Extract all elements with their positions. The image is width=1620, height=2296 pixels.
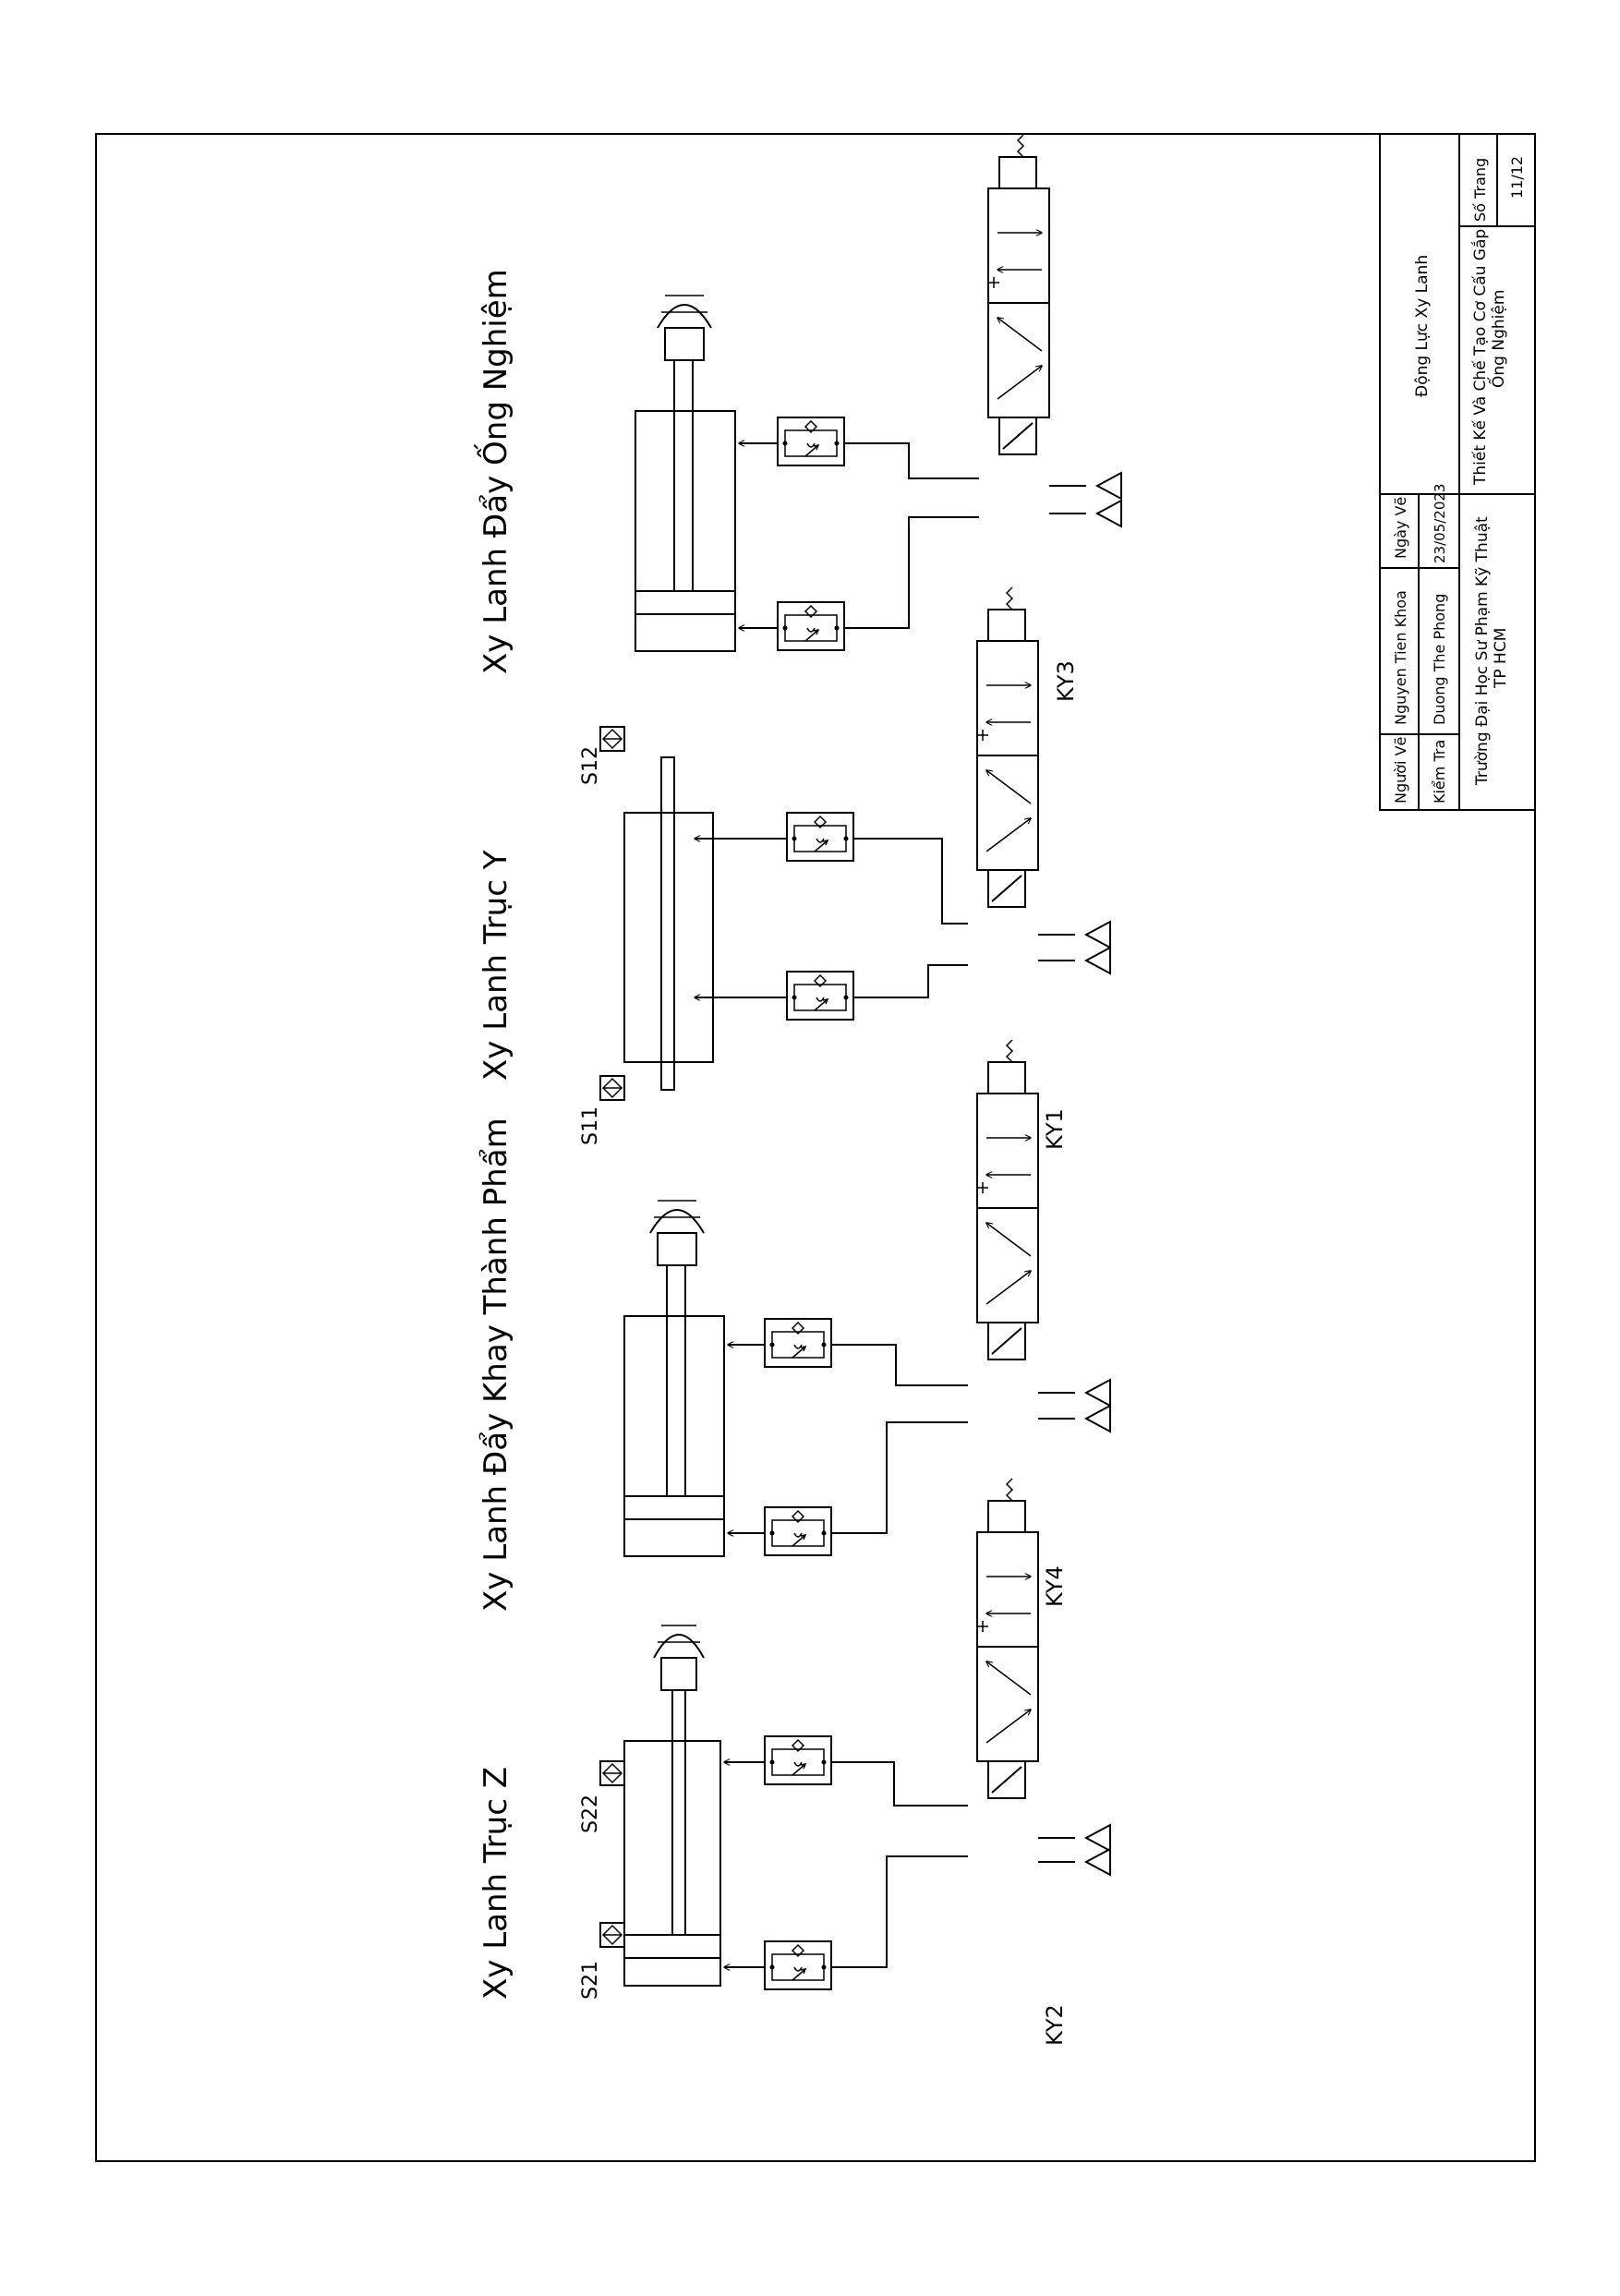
valve-ky2 bbox=[977, 1479, 1038, 1798]
label-checked-by: Kiểm Tra bbox=[1431, 740, 1448, 804]
project-name-line2: Ống Nghiệm bbox=[1486, 290, 1508, 388]
label-s21: S21 bbox=[579, 1961, 602, 2000]
flow-control-z-1 bbox=[764, 1735, 832, 1785]
project-name-line1: Thiết Kế Và Chế Tạo Cơ Cấu Gắp bbox=[1470, 229, 1490, 486]
label-ky2: KY2 bbox=[1042, 2004, 1068, 2046]
label-ky3: KY3 bbox=[1053, 660, 1079, 702]
sensor-s21 bbox=[599, 1922, 625, 1948]
flow-control-tray-2 bbox=[764, 1506, 832, 1556]
title-tube-push: Xy Lanh Đẩy Ống Nghiệm bbox=[473, 269, 514, 674]
value-page: 11/12 bbox=[1508, 156, 1526, 199]
circuit-z-axis: S21 S22 KY2 bbox=[579, 1479, 1111, 2046]
circuit-titles: Xy Lanh Trục Z Xy Lanh Đẩy Khay Thành Ph… bbox=[473, 269, 514, 2000]
circuit-tube-push: KY3 bbox=[635, 135, 1122, 702]
title-block: Người Vẽ Nguyen Tien Khoa Ngày Vẽ Kiểm T… bbox=[1379, 133, 1536, 811]
sensor-s11 bbox=[599, 1075, 625, 1101]
flow-control-tube-2 bbox=[777, 601, 845, 651]
valve-ky3 bbox=[988, 135, 1049, 454]
value-date: 23/05/2023 bbox=[1432, 484, 1448, 563]
flow-control-z-2 bbox=[764, 1940, 832, 1990]
sensor-s12 bbox=[599, 726, 625, 752]
sheet-border bbox=[95, 133, 1536, 2162]
label-drawn-by: Người Vẽ bbox=[1392, 737, 1409, 804]
label-s22: S22 bbox=[579, 1795, 602, 1833]
value-drawn-by: Nguyen Tien Khoa bbox=[1392, 590, 1409, 725]
label-date: Ngày Vẽ bbox=[1392, 497, 1409, 559]
cylinder-tube bbox=[635, 410, 736, 652]
sensor-s22 bbox=[599, 1760, 625, 1786]
cylinder-tray bbox=[623, 1315, 725, 1557]
school-city: TP HCM bbox=[1492, 628, 1510, 689]
title-tray-push: Xy Lanh Đẩy Khay Thành Phẩm bbox=[478, 1118, 514, 1612]
flow-control-y-1 bbox=[786, 812, 854, 862]
label-s12: S12 bbox=[579, 746, 602, 785]
flow-control-tube-1 bbox=[777, 417, 845, 466]
title-z-axis: Xy Lanh Trục Z bbox=[478, 1767, 514, 2000]
cylinder-y bbox=[623, 812, 714, 1063]
drawing-title: Động Lực Xy Lanh bbox=[1413, 255, 1432, 397]
valve-ky4 bbox=[977, 1040, 1038, 1359]
circuit-tray-push: KY4 bbox=[623, 1040, 1111, 1607]
label-s11: S11 bbox=[579, 1106, 602, 1145]
circuit-y-axis: S11 S12 KY1 bbox=[579, 587, 1111, 1150]
flow-control-y-2 bbox=[786, 971, 854, 1021]
label-ky4: KY4 bbox=[1042, 1565, 1068, 1607]
value-checked-by: Duong The Phong bbox=[1431, 594, 1448, 725]
label-page: Số Trang bbox=[1471, 158, 1489, 222]
title-y-axis: Xy Lanh Trục Y bbox=[478, 850, 514, 1081]
valve-ky1 bbox=[977, 587, 1038, 907]
flow-control-tray-1 bbox=[764, 1318, 832, 1368]
rodless-guide-y bbox=[660, 756, 675, 1091]
school-name: Trường Đại Học Sư Phạm Kỹ Thuật bbox=[1473, 516, 1492, 786]
label-ky1: KY1 bbox=[1042, 1108, 1068, 1150]
